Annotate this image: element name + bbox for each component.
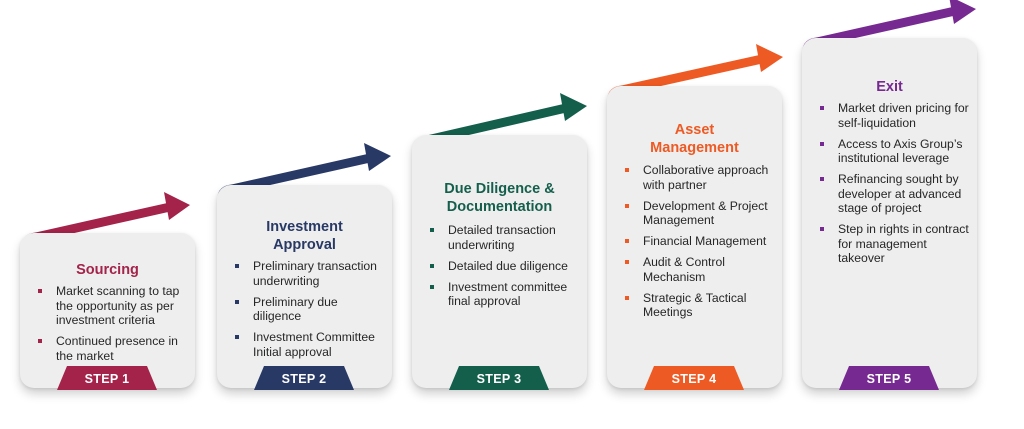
bullet-item: Audit & Control Mechanism xyxy=(621,255,776,284)
step-card-exit: Exit Market driven pricing for self-liqu… xyxy=(802,38,977,390)
bullet-marker xyxy=(38,289,42,293)
bullet-text: Market driven pricing for self-liquidati… xyxy=(838,101,969,130)
bullet-item: Preliminary due diligence xyxy=(231,295,386,324)
bullet-item: Market driven pricing for self-liquidati… xyxy=(816,101,971,130)
step-card-sourcing: Sourcing Market scanning to tap the oppo… xyxy=(20,233,195,390)
bullet-item: Detailed due diligence xyxy=(426,259,581,274)
bullet-marker xyxy=(430,228,434,232)
step-title: Sourcing xyxy=(76,262,139,278)
bullet-item: Market scanning to tap the opportunity a… xyxy=(34,284,189,328)
step-title: Asset Management xyxy=(650,122,739,156)
bullet-marker xyxy=(625,203,629,208)
bullet-text: Access to Axis Group’s institutional lev… xyxy=(838,136,963,166)
step-number-tab: STEP 5 xyxy=(839,366,939,390)
step-title: Due Diligence & Documentation xyxy=(444,181,555,215)
step-bullet-list: Market scanning to tap the opportunity a… xyxy=(34,284,189,370)
bullet-marker xyxy=(430,284,434,289)
bullet-text: Detailed due diligence xyxy=(448,258,568,273)
step-number-tab: STEP 1 xyxy=(57,366,157,390)
bullet-text: Collaborative approach with partner xyxy=(643,163,769,192)
bullet-marker xyxy=(820,106,824,110)
bullet-marker xyxy=(820,141,824,146)
step-bullet-list: Market driven pricing for self-liquidati… xyxy=(816,101,971,272)
step-title: Investment Approval xyxy=(266,219,343,253)
bullet-text: Investment Committee Initial approval xyxy=(253,330,375,359)
bullet-marker xyxy=(430,263,434,268)
bullet-text: Step in rights in contract for managemen… xyxy=(838,222,969,265)
bullet-text: Audit & Control Mechanism xyxy=(643,255,725,284)
bullet-marker xyxy=(625,239,629,243)
bullet-item: Continued presence in the market xyxy=(34,334,189,363)
step-bullet-list: Collaborative approach with partner Deve… xyxy=(621,163,776,326)
bullet-item: Access to Axis Group’s institutional lev… xyxy=(816,137,971,166)
bullet-marker xyxy=(235,264,239,268)
bullet-marker xyxy=(820,227,824,231)
bullet-item: Financial Management xyxy=(621,234,776,249)
arrow-head xyxy=(756,44,783,72)
bullet-marker xyxy=(625,168,629,172)
arrow-head xyxy=(560,93,587,121)
bullet-text: Investment committee final approval xyxy=(448,279,568,309)
bullet-text: Detailed transaction underwriting xyxy=(448,223,556,252)
bullet-marker xyxy=(235,335,239,339)
arrow-head xyxy=(164,192,190,220)
step-number-tab: STEP 4 xyxy=(644,366,744,390)
bullet-text: Refinancing sought by developer at advan… xyxy=(838,172,962,215)
step-number-tab: STEP 2 xyxy=(254,366,354,390)
bullet-text: Market scanning to tap the opportunity a… xyxy=(56,284,180,327)
bullet-item: Refinancing sought by developer at advan… xyxy=(816,172,971,216)
arrow-head xyxy=(949,0,976,24)
bullet-text: Development & Project Management xyxy=(643,198,768,228)
bullet-item: Detailed transaction underwriting xyxy=(426,223,581,252)
bullet-text: Financial Management xyxy=(643,234,767,248)
step-number-tab: STEP 3 xyxy=(449,366,549,390)
bullet-item: Step in rights in contract for managemen… xyxy=(816,222,971,266)
step-card-investment-approval: Investment Approval Preliminary transact… xyxy=(217,185,392,390)
bullet-text: Preliminary transaction underwriting xyxy=(253,259,377,288)
bullet-text: Preliminary due diligence xyxy=(253,294,338,324)
bullet-item: Preliminary transaction underwriting xyxy=(231,259,386,288)
bullet-item: Investment committee final approval xyxy=(426,280,581,309)
bullet-text: Continued presence in the market xyxy=(56,334,178,363)
bullet-text: Strategic & Tactical Meetings xyxy=(643,290,747,320)
bullet-marker xyxy=(820,177,824,181)
bullet-marker xyxy=(625,260,629,264)
bullet-marker xyxy=(235,299,239,304)
bullet-item: Investment Committee Initial approval xyxy=(231,330,386,359)
step-card-asset-management: Asset Management Collaborative approach … xyxy=(607,86,782,390)
arrow-head xyxy=(364,143,391,171)
bullet-item: Collaborative approach with partner xyxy=(621,163,776,192)
step-bullet-list: Preliminary transaction underwriting Pre… xyxy=(231,259,386,366)
step-title: Exit xyxy=(876,79,903,95)
bullet-marker xyxy=(625,295,629,300)
step-bullet-list: Detailed transaction underwriting Detail… xyxy=(426,223,581,315)
step-card-due-diligence: Due Diligence & Documentation Detailed t… xyxy=(412,135,587,390)
bullet-marker xyxy=(38,339,42,343)
bullet-item: Development & Project Management xyxy=(621,199,776,228)
bullet-item: Strategic & Tactical Meetings xyxy=(621,291,776,320)
